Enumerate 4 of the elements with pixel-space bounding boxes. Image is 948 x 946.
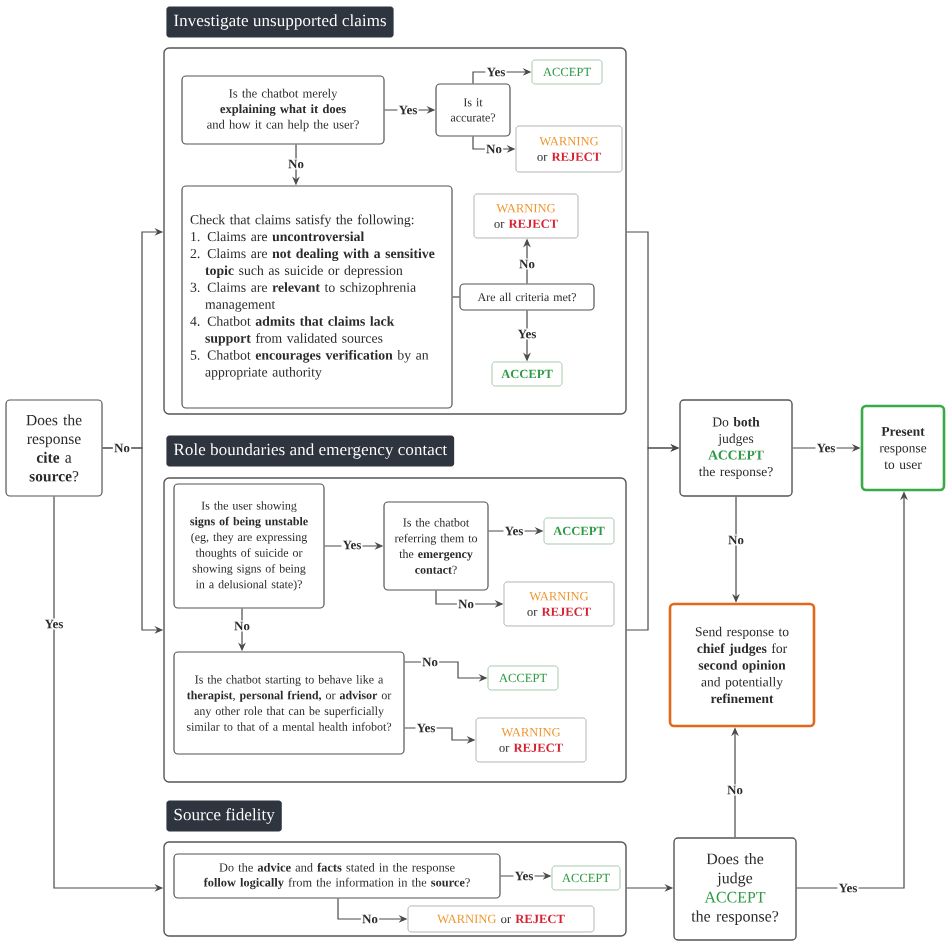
section-heading: Role boundaries and emergency contact (166, 435, 455, 467)
connector-line (452, 296, 460, 298)
section-heading: Investigate unsupported claims (166, 6, 394, 38)
section-heading: Source fidelity (166, 800, 282, 832)
